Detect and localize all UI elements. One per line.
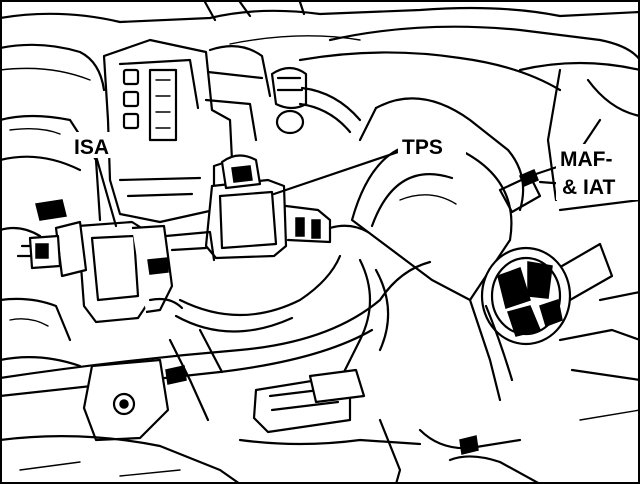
isa-valve bbox=[16, 199, 216, 324]
tps-leader-line bbox=[272, 148, 406, 196]
tps-label: TPS bbox=[402, 136, 443, 159]
tps-sensor bbox=[204, 154, 370, 260]
maf-label-line2: & IAT bbox=[562, 176, 615, 199]
bottom-components bbox=[0, 358, 542, 484]
vacuum-fitting bbox=[270, 66, 362, 135]
throttle-body bbox=[102, 38, 272, 224]
maf-label-backing bbox=[556, 144, 638, 200]
isa-label: ISA bbox=[74, 136, 109, 159]
maf-label-line1: MAF- bbox=[560, 148, 612, 171]
isa-leader-line bbox=[94, 154, 118, 228]
top-structure bbox=[0, 0, 640, 92]
tps-label-backing bbox=[398, 132, 466, 158]
right-housing bbox=[518, 61, 640, 421]
maf-iat-connector bbox=[350, 97, 614, 402]
left-air-box bbox=[0, 114, 102, 368]
isa-label-backing bbox=[70, 132, 126, 158]
lower-hoses bbox=[0, 254, 432, 422]
